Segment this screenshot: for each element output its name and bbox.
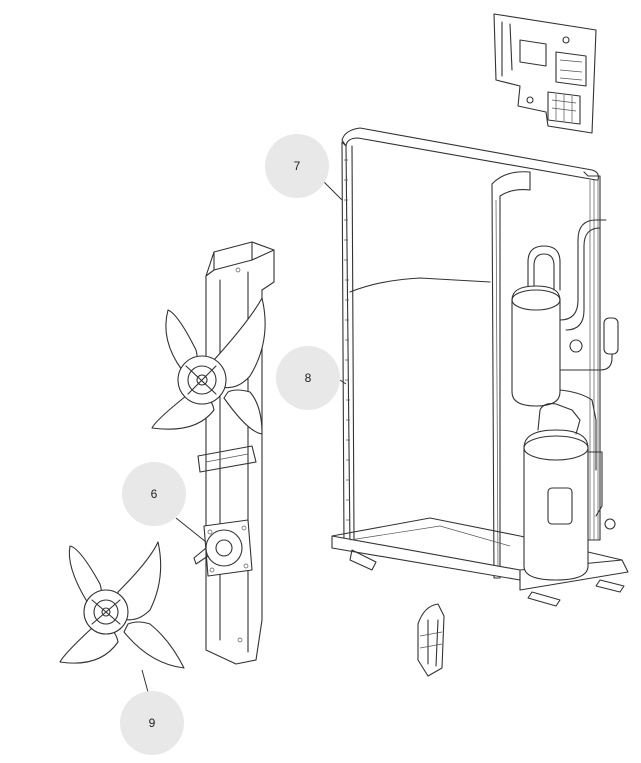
outdoor-unit-cabinet — [331, 127, 629, 607]
callout-label: 7 — [294, 159, 301, 173]
fan-motor — [193, 519, 253, 577]
callout-label: 8 — [305, 371, 312, 385]
callout-label: 6 — [151, 487, 158, 501]
leader-lines — [141, 179, 347, 693]
callout-9: 9 — [120, 691, 184, 755]
callout-6: 6 — [122, 462, 186, 526]
callout-8: 8 — [276, 346, 340, 410]
upper-propeller-fan — [151, 297, 266, 435]
callout-label: 9 — [149, 716, 156, 730]
callout-7: 7 — [265, 134, 329, 198]
control-box — [493, 13, 597, 134]
lower-propeller-fan — [59, 541, 185, 669]
small-cover-part — [417, 603, 445, 677]
compressor-assembly — [511, 219, 619, 581]
